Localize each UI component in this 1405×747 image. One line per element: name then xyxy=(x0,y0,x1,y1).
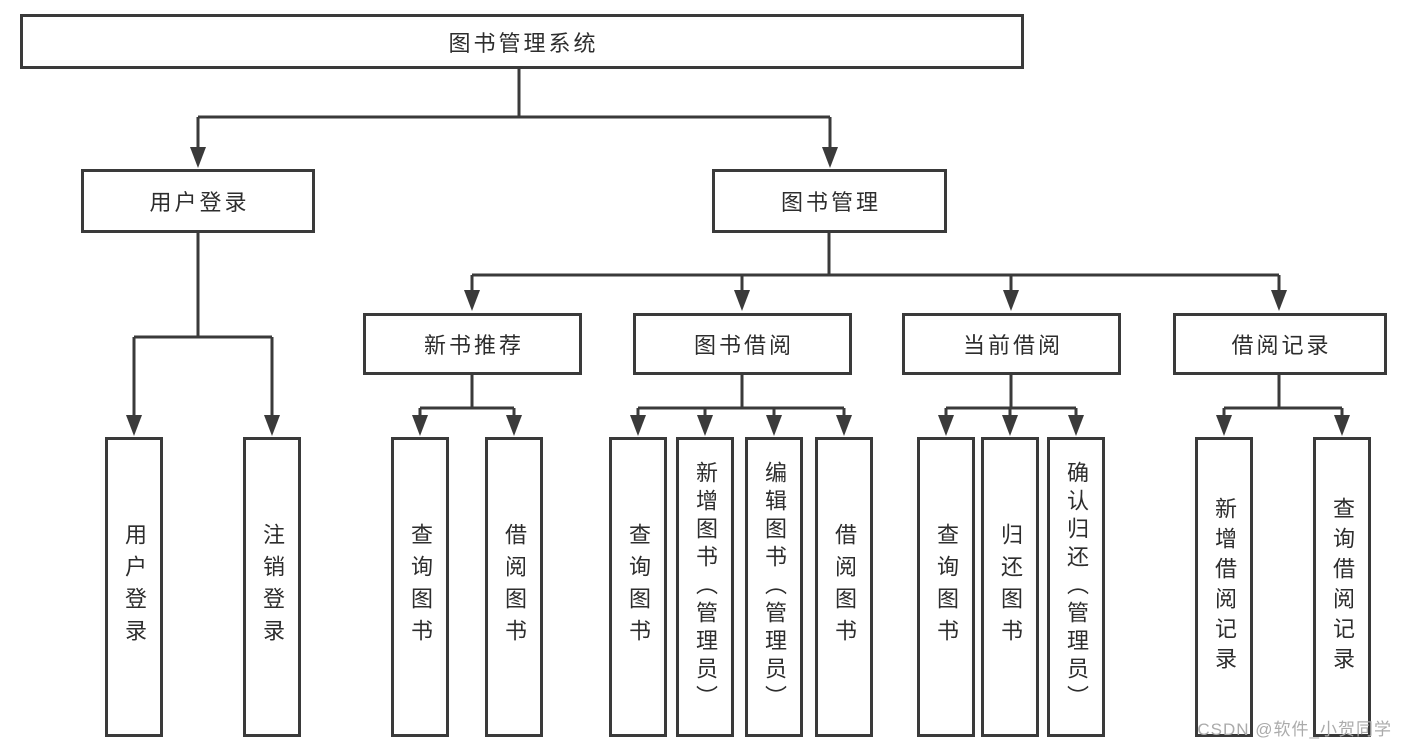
node-records-query-record: 查询借阅记录 xyxy=(1313,437,1371,737)
node-borrow-edit-books-admin: 编辑图书（管理员） xyxy=(745,437,803,737)
arrow-down-icon xyxy=(190,147,206,168)
node-user-login: 用户登录 xyxy=(81,169,315,233)
arrow-down-icon xyxy=(412,415,428,436)
arrow-down-icon xyxy=(697,415,713,436)
arrow-down-icon xyxy=(264,415,280,436)
arrow-down-icon xyxy=(1068,415,1084,436)
node-library-management-system: 图书管理系统 xyxy=(20,14,1024,69)
node-current-query-books: 查询图书 xyxy=(917,437,975,737)
connector-new-book-rec-children xyxy=(412,375,522,436)
node-new-book-recommendation: 新书推荐 xyxy=(363,313,582,375)
arrow-down-icon xyxy=(1271,290,1287,311)
arrow-down-icon xyxy=(1002,415,1018,436)
arrow-down-icon xyxy=(464,290,480,311)
arrow-down-icon xyxy=(938,415,954,436)
connector-book-mgmt-to-level3 xyxy=(464,233,1287,311)
arrow-down-icon xyxy=(1003,290,1019,311)
arrow-down-icon xyxy=(836,415,852,436)
node-user-login-leaf: 用户登录 xyxy=(105,437,163,737)
connector-user-login-children xyxy=(126,233,280,436)
connector-current-borrow-children xyxy=(938,375,1084,436)
node-borrow-borrow-books: 借阅图书 xyxy=(815,437,873,737)
arrow-down-icon xyxy=(734,290,750,311)
node-current-borrowing: 当前借阅 xyxy=(902,313,1121,375)
node-book-management: 图书管理 xyxy=(712,169,947,233)
connector-book-borrow-children xyxy=(630,375,852,436)
arrow-down-icon xyxy=(630,415,646,436)
node-rec-query-books: 查询图书 xyxy=(391,437,449,737)
node-records-add-record: 新增借阅记录 xyxy=(1195,437,1253,737)
node-borrow-query-books: 查询图书 xyxy=(609,437,667,737)
arrow-down-icon xyxy=(766,415,782,436)
node-rec-borrow-books: 借阅图书 xyxy=(485,437,543,737)
arrow-down-icon xyxy=(822,147,838,168)
node-borrowing-records: 借阅记录 xyxy=(1173,313,1387,375)
connector-borrow-records-children xyxy=(1216,375,1350,436)
arrow-down-icon xyxy=(126,415,142,436)
node-current-confirm-return-admin: 确认归还（管理员） xyxy=(1047,437,1105,737)
connector-root-to-level2 xyxy=(190,69,838,168)
arrow-down-icon xyxy=(506,415,522,436)
node-borrow-add-books-admin: 新增图书（管理员） xyxy=(676,437,734,737)
node-logout: 注销登录 xyxy=(243,437,301,737)
node-book-borrowing: 图书借阅 xyxy=(633,313,852,375)
arrow-down-icon xyxy=(1334,415,1350,436)
arrow-down-icon xyxy=(1216,415,1232,436)
watermark: CSDN @软件_小贺同学 xyxy=(1197,720,1392,739)
node-current-return-books: 归还图书 xyxy=(981,437,1039,737)
